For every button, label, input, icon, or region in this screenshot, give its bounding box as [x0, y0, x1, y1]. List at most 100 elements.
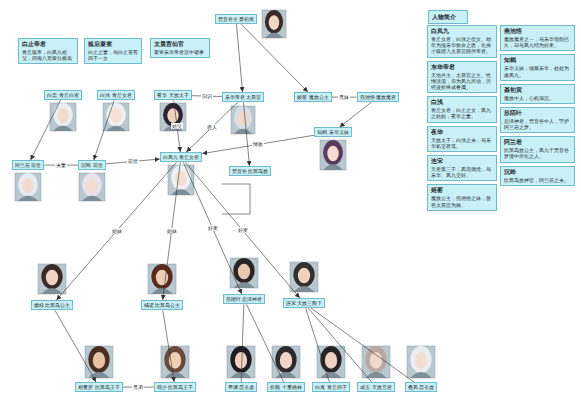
portrait-hair — [171, 165, 191, 190]
portrait-frame — [407, 346, 435, 378]
node-body: 东华义妹，倾慕东华，处处为难凤九。 — [504, 65, 571, 78]
portrait-frame — [161, 346, 189, 378]
relation-connector — [163, 310, 174, 382]
portrait-frame — [262, 10, 286, 38]
node-label: 白真 青丘四子 — [315, 384, 347, 390]
character-portrait — [168, 165, 194, 195]
node-label: 相里贺 比翼鸟王子 — [78, 384, 120, 390]
portrait-hair — [410, 346, 431, 373]
node-body: 比翼鸟族公主，凤九于梵音谷梦境中所化之人。 — [504, 147, 571, 160]
portrait-frame — [290, 262, 318, 292]
note-box: 阿兰若比翼鸟族公主，凤九于梵音谷梦境中所化之人。 — [500, 136, 575, 162]
caption-box: 成玉 天族元君 — [357, 382, 395, 392]
character-portrait — [148, 264, 176, 294]
portrait-hair — [234, 106, 252, 130]
node-label: 沉晔 前世 — [81, 162, 103, 168]
relation-label: 前世 — [127, 158, 139, 164]
portrait-hair — [365, 346, 386, 373]
caption-box: 燕池悟 魔族魔君 — [357, 92, 400, 102]
portrait-hair — [88, 346, 109, 373]
node-body: 天族太子，白浅之夫，与东华私交甚笃。 — [431, 137, 493, 150]
relation-label: 兄妹 — [338, 94, 350, 100]
portrait-frame — [317, 346, 345, 378]
character-portrait — [79, 173, 105, 201]
portrait-frame — [79, 173, 105, 201]
node-heading: 狐后凝裳 — [88, 41, 138, 48]
portrait-robe — [53, 126, 73, 131]
relation-connector — [94, 100, 114, 160]
character-portrait — [50, 103, 76, 131]
note-box: 连宋天君第三子，风流倜傥，与东华、凤九交好。 — [427, 155, 497, 181]
relation-connector — [243, 102, 249, 166]
note-box: 沉晔比翼鸟族神官，阿兰若之夫。 — [500, 166, 575, 186]
portrait-face — [46, 270, 58, 286]
portrait-face — [57, 108, 68, 123]
portrait-frame — [38, 264, 66, 294]
node-body: 青丘女君，白止之女，凤九之姑姑，夜华之妻。 — [431, 107, 493, 120]
relation-label: 情敌 — [252, 141, 264, 147]
character-portrait — [290, 262, 318, 292]
caption-box: 白浅 青丘女君 — [97, 90, 135, 100]
portrait-hair — [151, 264, 172, 289]
portrait-face — [327, 146, 338, 162]
node-label: 萌少 比翼鸟王子 — [157, 384, 194, 390]
relation-connector — [241, 24, 308, 92]
node-label: 白奕 青丘白家 — [47, 92, 79, 98]
relation-label: 好友 — [207, 225, 219, 231]
portrait-frame — [50, 103, 76, 131]
node-heading: 沉晔 — [504, 169, 571, 176]
portrait-face — [298, 268, 310, 284]
character-portrait — [161, 346, 189, 378]
node-body: 比翼鸟族神官，阿兰若之夫。 — [504, 177, 571, 183]
caption-box: 嫦棣 比翼鸟公主 — [31, 300, 74, 310]
character-portrait — [231, 106, 255, 134]
node-heading: 连宋 — [431, 158, 493, 165]
node-label: 梵音谷主 聂初寅 — [218, 16, 255, 22]
character-portrait — [272, 346, 300, 378]
portrait-face — [415, 352, 427, 369]
portrait-face — [238, 111, 249, 126]
node-heading: 燕池悟 — [504, 28, 571, 35]
character-portrait — [227, 346, 255, 378]
caption-box: 墨渊 昆仑虚 — [225, 382, 258, 392]
node-label: 夜华 天族太子 — [157, 92, 189, 98]
portrait-robe — [323, 164, 343, 170]
relation-connector — [183, 162, 241, 294]
character-portrait — [85, 346, 113, 378]
node-body: 青丘女君，白浅之侄女。幼年为报东华救命之恩，化身小狐狸入太晨宫陪伴帝君。 — [431, 36, 493, 55]
character-portrait — [262, 10, 286, 38]
portrait-hair — [82, 173, 102, 197]
portrait-face — [167, 108, 178, 123]
caption-box: 连宋 天族三殿下 — [283, 298, 326, 308]
relation-connector — [56, 162, 176, 300]
caption-box: 沉晔 前世 — [78, 160, 106, 170]
character-portrait — [160, 103, 186, 131]
portrait-robe — [164, 372, 185, 378]
note-box: 夜华天族太子，白浅之夫，与东华私交甚笃。 — [427, 126, 497, 152]
portrait-robe — [265, 33, 283, 38]
portrait-frame — [160, 103, 186, 131]
caption-box: 梵音谷主 聂初寅 — [215, 14, 258, 24]
portrait-frame — [272, 346, 300, 378]
node-heading: 知鹤 — [504, 57, 571, 64]
relation-connector — [236, 24, 242, 92]
portrait-face — [280, 352, 292, 369]
node-label: 东华帝君 太晨宫 — [225, 94, 262, 100]
relation-label: 旧识 — [201, 93, 213, 99]
node-body: 天地共主，太晨宫之主。性情淡漠，后为凤九所动，历经波折终成眷属。 — [431, 72, 493, 91]
portrait-robe — [171, 189, 191, 195]
node-heading: 白止帝君 — [22, 41, 74, 48]
portrait-frame — [168, 165, 194, 195]
relation-connector — [246, 304, 283, 382]
relation-connector — [55, 310, 96, 382]
portrait-face — [235, 352, 247, 369]
character-portrait — [407, 346, 435, 378]
node-heading: 阿兰若 — [504, 139, 571, 146]
node-label: 知鹤 东华义妹 — [317, 129, 349, 135]
node-label: 墨渊 昆仑虚 — [228, 384, 255, 390]
note-box: 知鹤东华义妹，倾慕东华，处处为难凤九。 — [500, 54, 575, 80]
node-label: 姬蘅 魔族公主 — [297, 94, 329, 100]
node-label: 成玉 天族元君 — [360, 384, 392, 390]
node-label: 阿兰若 前世 — [15, 162, 42, 168]
note-box: 白凤九青丘女君，白浅之侄女。幼年为报东华救命之恩，化身小狐狸入太晨宫陪伴帝君。 — [427, 25, 497, 58]
